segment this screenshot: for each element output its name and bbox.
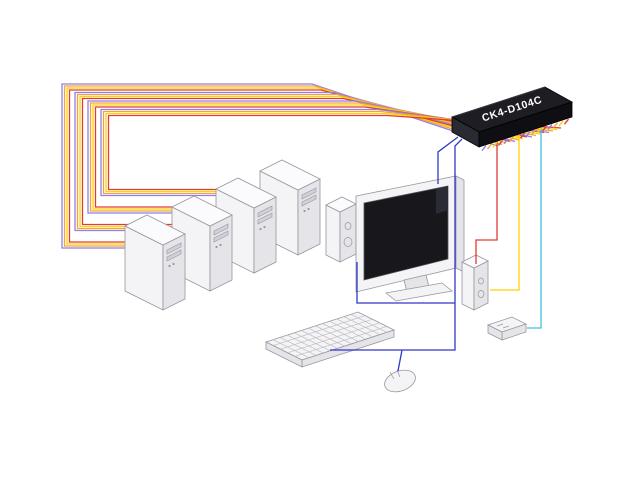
drive-bay [213, 230, 229, 243]
tower-top [124, 214, 186, 246]
port-connector [508, 136, 515, 143]
mouse-cable [397, 349, 403, 372]
keyboard [264, 311, 396, 368]
key-col-line [294, 332, 331, 352]
port-connector [563, 118, 570, 125]
remote-end [487, 324, 503, 341]
speaker-left-side [325, 204, 341, 263]
mouse [384, 369, 416, 393]
reset-button [307, 207, 310, 211]
port-connector [497, 139, 504, 146]
tower-front-panel [253, 196, 277, 274]
port-connector [552, 122, 559, 129]
console-cables [330, 124, 542, 372]
speaker-left-front [339, 203, 357, 263]
speaker-left-cable [356, 262, 455, 304]
port-connector [536, 127, 542, 134]
power-button [303, 209, 306, 213]
monitor-stand-base [385, 282, 453, 302]
port-connector [514, 134, 520, 141]
kvm-cable [107, 114, 562, 191]
port-connector [558, 120, 564, 127]
computer-tower-1 [124, 214, 186, 311]
tower-top [215, 177, 277, 209]
tower-front-panel [162, 233, 186, 311]
speaker-driver [477, 290, 485, 298]
key-col-line [336, 318, 373, 338]
drive-bay [257, 205, 273, 218]
key-row-line [280, 318, 373, 350]
speaker-driver [343, 237, 353, 247]
key-row-line [287, 322, 380, 354]
port-connector [525, 131, 531, 137]
key-col-line [315, 325, 352, 345]
key-row-line [294, 326, 387, 357]
drive-bay [301, 194, 317, 207]
monitor-side [455, 175, 465, 273]
key-col-line [329, 320, 366, 340]
key-row-line [273, 315, 366, 346]
drive-bay [301, 187, 317, 200]
monitor-cable [437, 136, 459, 184]
keyboard-end [265, 341, 303, 368]
speaker-right-top [461, 254, 489, 269]
wired-remote [486, 316, 528, 341]
monitor-screen [363, 185, 449, 281]
speaker-left [325, 196, 357, 263]
audio-cable-red [475, 138, 498, 264]
drive-bay [257, 212, 273, 225]
port-connector [530, 129, 537, 136]
remote-cable [527, 124, 542, 329]
tower-top [259, 159, 321, 191]
cable-bundles [61, 83, 562, 249]
drive-bay [166, 249, 182, 262]
key-col-line [279, 337, 317, 356]
kvm-switch-edge [451, 86, 546, 118]
drive-bay [213, 223, 229, 236]
key-col-line [350, 313, 388, 333]
key-col-line [322, 323, 359, 342]
tower-front-panel [209, 214, 233, 292]
screen-highlight [436, 186, 448, 214]
tower-front-panel [297, 178, 321, 256]
port-connector [547, 124, 553, 130]
port-connector [503, 138, 509, 145]
port-connector [541, 125, 548, 132]
reset-button [172, 262, 175, 266]
power-button [259, 227, 262, 231]
mouse-buttons [389, 369, 401, 380]
computers [124, 159, 321, 311]
key-col-line [301, 330, 338, 349]
speaker-right [461, 254, 489, 311]
kvm-ports [481, 118, 570, 152]
audio-cable-yellow [490, 131, 520, 291]
keyboard-cable [330, 138, 463, 351]
tower-top [171, 195, 233, 227]
reset-button [263, 225, 266, 229]
speaker-driver [344, 222, 352, 230]
key-col-line [272, 339, 310, 359]
speaker-right-side [461, 261, 475, 311]
speaker-right-front [473, 260, 489, 311]
monitor [355, 175, 465, 302]
speaker-driver [478, 277, 484, 285]
kvm-switch: CK4-D104C [451, 86, 573, 148]
key-col-line [287, 334, 324, 354]
keyboard-keys [272, 313, 388, 359]
kvm-switch-front [478, 101, 573, 148]
power-button [215, 245, 218, 249]
port-connector [486, 143, 493, 150]
key-col-line [308, 327, 345, 347]
power-button [168, 264, 171, 268]
drive-bay [166, 242, 182, 255]
port-connector [481, 145, 487, 152]
key-col-line [343, 316, 381, 335]
port-connector [519, 132, 526, 139]
port-connector [492, 141, 498, 148]
reset-button [219, 243, 222, 247]
remote-buttons [496, 323, 510, 329]
